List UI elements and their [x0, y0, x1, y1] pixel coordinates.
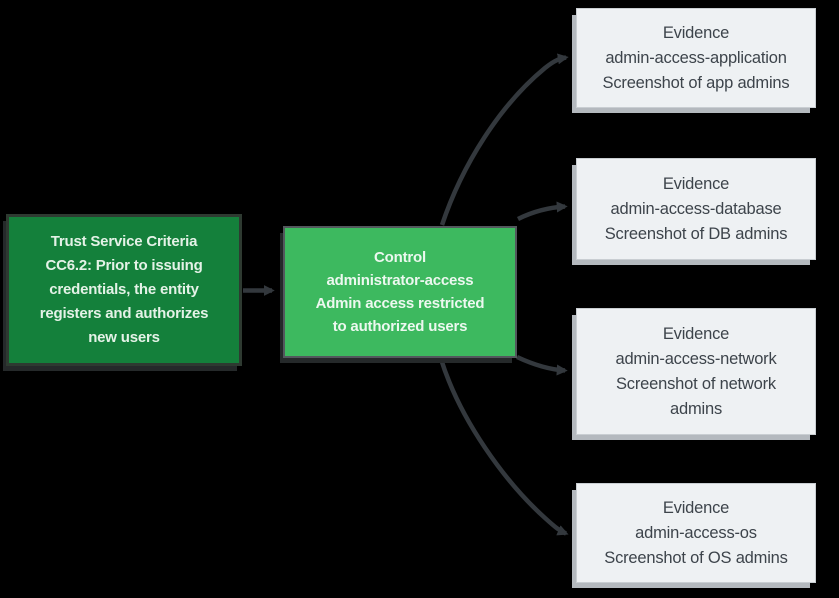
node-evidence-admin-access-os: Evidence admin-access-os Screenshot of O… [576, 483, 816, 583]
edge-control-to-evidence-database [516, 201, 568, 222]
node-control-administrator-access: Control administrator-access Admin acces… [283, 226, 517, 358]
node-evidence-admin-access-network: Evidence admin-access-network Screenshot… [576, 308, 816, 435]
edge-control-to-evidence-os [438, 358, 569, 536]
node-trust-service-criteria-cc6-2: Trust Service Criteria CC6.2: Prior to i… [6, 214, 242, 366]
node-evidence-admin-access-database: Evidence admin-access-database Screensho… [576, 158, 816, 260]
edge-control-to-evidence-application [439, 53, 569, 226]
node-evidence-admin-access-application: Evidence admin-access-application Screen… [576, 8, 816, 108]
edge-control-to-evidence-network [516, 354, 568, 376]
